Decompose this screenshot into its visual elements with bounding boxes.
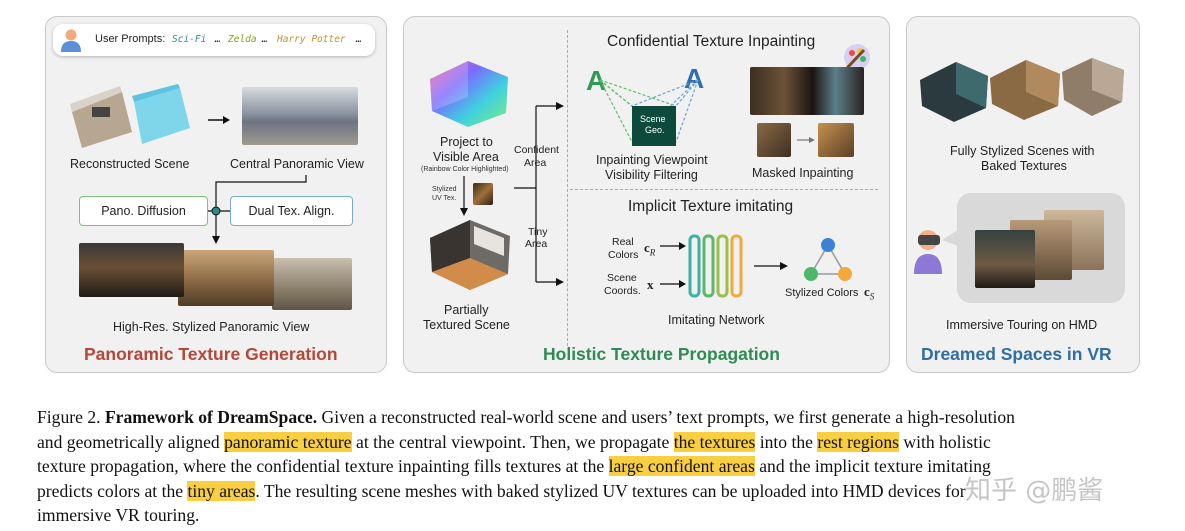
x-symbol: x (647, 277, 654, 292)
caption-text: . The resulting scene meshes with baked … (255, 480, 966, 501)
central-panoramic-image (242, 87, 358, 145)
bubble-tail (942, 230, 958, 246)
rainbow-scene-image (424, 57, 512, 129)
caption-line-5: immersive VR touring. (37, 503, 1147, 528)
prompt-ellipsis-3: … (356, 34, 362, 45)
cr-symbol: cR (644, 240, 656, 258)
stylized-uv-texture-image (473, 183, 493, 205)
prompt-zelda: Zelda (228, 34, 257, 45)
hmd-image-1 (975, 230, 1035, 288)
svg-text:A: A (586, 65, 606, 96)
caption-text: into the (755, 431, 818, 452)
caption-text: texture propagation, where the confident… (37, 456, 609, 477)
caption-text: at the central viewpoint. Then, we propa… (351, 431, 674, 452)
paint-brush-icon (842, 42, 872, 72)
panel1-title: Panoramic Texture Generation (84, 344, 338, 364)
tiny-area-label-1: Tiny (528, 226, 548, 238)
immersive-touring-label: Immersive Touring on HMD (946, 318, 1098, 332)
project-label-2: Visible Area (433, 150, 499, 164)
user-avatar-icon (60, 28, 82, 52)
cs-symbol: cS (864, 284, 875, 302)
caption-highlight: large confident areas (608, 456, 755, 477)
caption-line-1: Figure 2. Framework of DreamSpace. Given… (37, 405, 1147, 430)
reconstructed-scene-label: Reconstructed Scene (70, 157, 190, 171)
pano-diffusion-button: Pano. Diffusion (79, 196, 208, 226)
caption-text: with holistic (898, 431, 991, 452)
prompt-ellipsis-1: … (215, 34, 221, 45)
imitating-network-label: Imitating Network (668, 313, 765, 327)
prompt-scifi: Sci-Fi (172, 34, 207, 45)
watermark: 知乎 @鹏酱 (965, 476, 1104, 506)
scene-coords-label-1: Scene (607, 272, 637, 284)
viewpoint-filter-label-1: Inpainting Viewpoint (596, 153, 708, 167)
caption-bold-title: Framework of DreamSpace. (104, 407, 318, 427)
caption-figure-number: Figure 2. (37, 407, 105, 427)
caption-text: and the implicit texture imitating (754, 456, 991, 477)
confident-area-label-2: Area (524, 157, 547, 169)
real-colors-label-2: Colors (608, 249, 639, 261)
caption-highlight: rest regions (817, 431, 899, 452)
reconstructed-scene-image (62, 82, 192, 152)
panel2-divider-v (567, 30, 568, 346)
stylized-pano-image-2 (178, 250, 274, 306)
masked-crop-before (757, 123, 791, 157)
caption-text: and geometrically aligned (37, 431, 225, 452)
figure-caption: Figure 2. Framework of DreamSpace. Given… (37, 405, 1147, 528)
confident-area-label-1: Confident (514, 144, 559, 156)
svg-text:A: A (684, 63, 704, 94)
partially-label-2: Textured Scene (423, 318, 510, 332)
caption-line-3: texture propagation, where the confident… (37, 454, 1147, 479)
viewpoint-visibility-diagram: A A (586, 63, 704, 146)
prompt-harry-potter: Harry Potter (277, 34, 346, 45)
masked-inpainting-label: Masked Inpainting (752, 166, 854, 180)
scene-coords-label-2: Coords. (604, 285, 641, 297)
inpainting-panorama-image (750, 67, 864, 115)
inpainting-title: Confidential Texture Inpainting (607, 33, 816, 50)
down-arrow-project (460, 176, 468, 216)
caption-text: immersive VR touring. (37, 505, 200, 526)
fully-stylized-label-1: Fully Stylized Scenes with (950, 144, 1095, 158)
scene-geo-label-1: Scene (640, 114, 666, 124)
stylized-uv-label-1: Stylized (432, 186, 457, 193)
user-prompts-label: User Prompts: (95, 33, 166, 45)
real-colors-label-1: Real (612, 236, 634, 248)
fully-stylized-label-2: Baked Textures (981, 159, 1067, 173)
caption-highlight: the textures (673, 431, 756, 452)
partially-textured-scene-image (424, 214, 514, 292)
masked-arrow-icon (797, 137, 815, 143)
tiny-area-label-2: Area (525, 238, 548, 250)
project-label-1: Project to (440, 135, 493, 149)
stylized-colors-triangle (804, 238, 852, 281)
masked-crop-after (818, 123, 854, 157)
caption-highlight: tiny areas (187, 480, 256, 501)
caption-text: Given a reconstructed real-world scene a… (317, 407, 1015, 427)
imitating-title: Implicit Texture imitating (628, 198, 794, 215)
partially-label-1: Partially (444, 303, 489, 317)
caption-line-2: and geometrically aligned panoramic text… (37, 430, 1147, 455)
branch-connector-lines (514, 102, 564, 286)
scene-geo-label-2: Geo. (645, 125, 665, 135)
caption-text: predicts colors at the (37, 480, 188, 501)
arrow-right-icon (208, 112, 230, 124)
dual-tex-align-button: Dual Tex. Align. (230, 196, 353, 226)
panel2-title: Holistic Texture Propagation (543, 344, 780, 364)
caption-highlight: panoramic texture (224, 431, 352, 452)
panel2-divider-h (570, 189, 878, 190)
user-prompts-box (53, 24, 375, 56)
stylized-pano-image-3 (272, 258, 352, 310)
central-panoramic-label: Central Panoramic View (230, 157, 364, 171)
high-res-view-label: High-Res. Stylized Panoramic View (113, 320, 310, 334)
caption-line-4: predicts colors at the tiny areas. The r… (37, 479, 1147, 504)
prompt-ellipsis-2: … (262, 34, 268, 45)
stylized-scenes-images (916, 52, 1130, 124)
stylized-colors-label: Stylized Colors (785, 287, 859, 299)
panel1-connector-lines (208, 175, 307, 244)
project-note: (Rainbow Color Highlighted) (421, 166, 509, 173)
vr-user-icon (910, 226, 946, 274)
panel3-title: Dreamed Spaces in VR (921, 344, 1112, 364)
imitating-network-diagram (660, 234, 788, 298)
viewpoint-filter-label-2: Visibility Filtering (605, 168, 698, 182)
stylized-uv-label-2: UV Tex. (432, 195, 457, 202)
stylized-pano-image-1 (79, 243, 184, 297)
